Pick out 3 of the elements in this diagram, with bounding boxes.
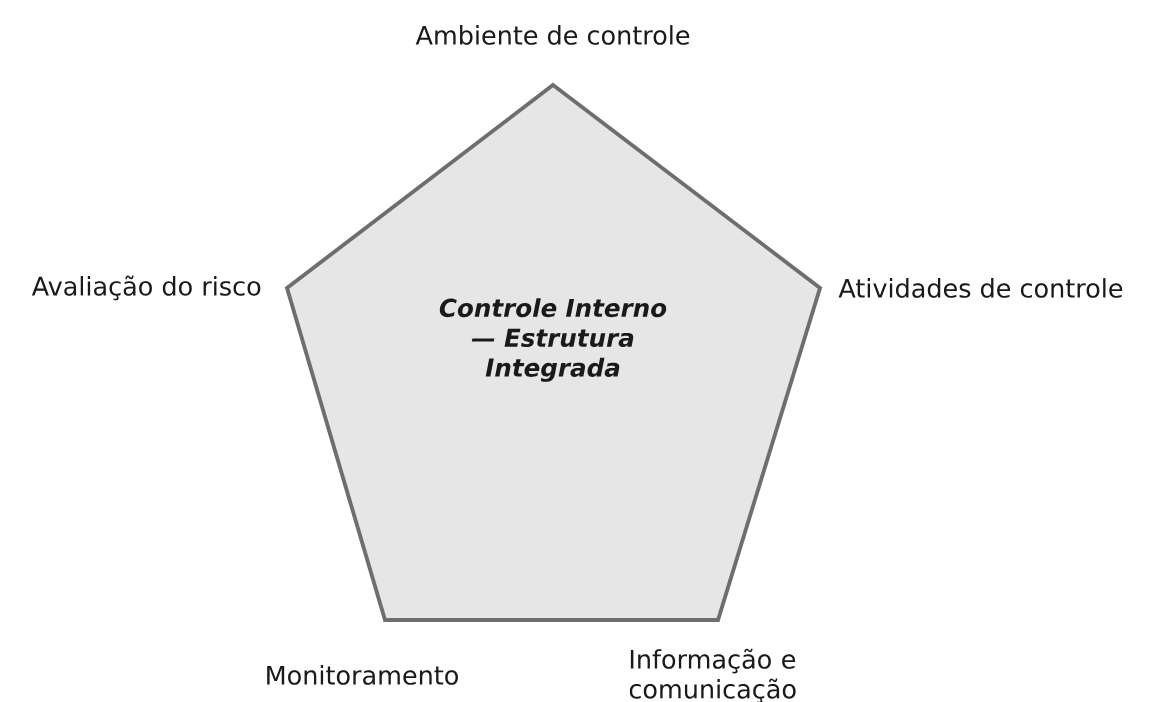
vertex-label: Ambiente de controle (415, 25, 690, 45)
vertex-label: Avaliação do risco (31, 275, 261, 301)
vertex-label: Monitoramento (267, 665, 458, 685)
